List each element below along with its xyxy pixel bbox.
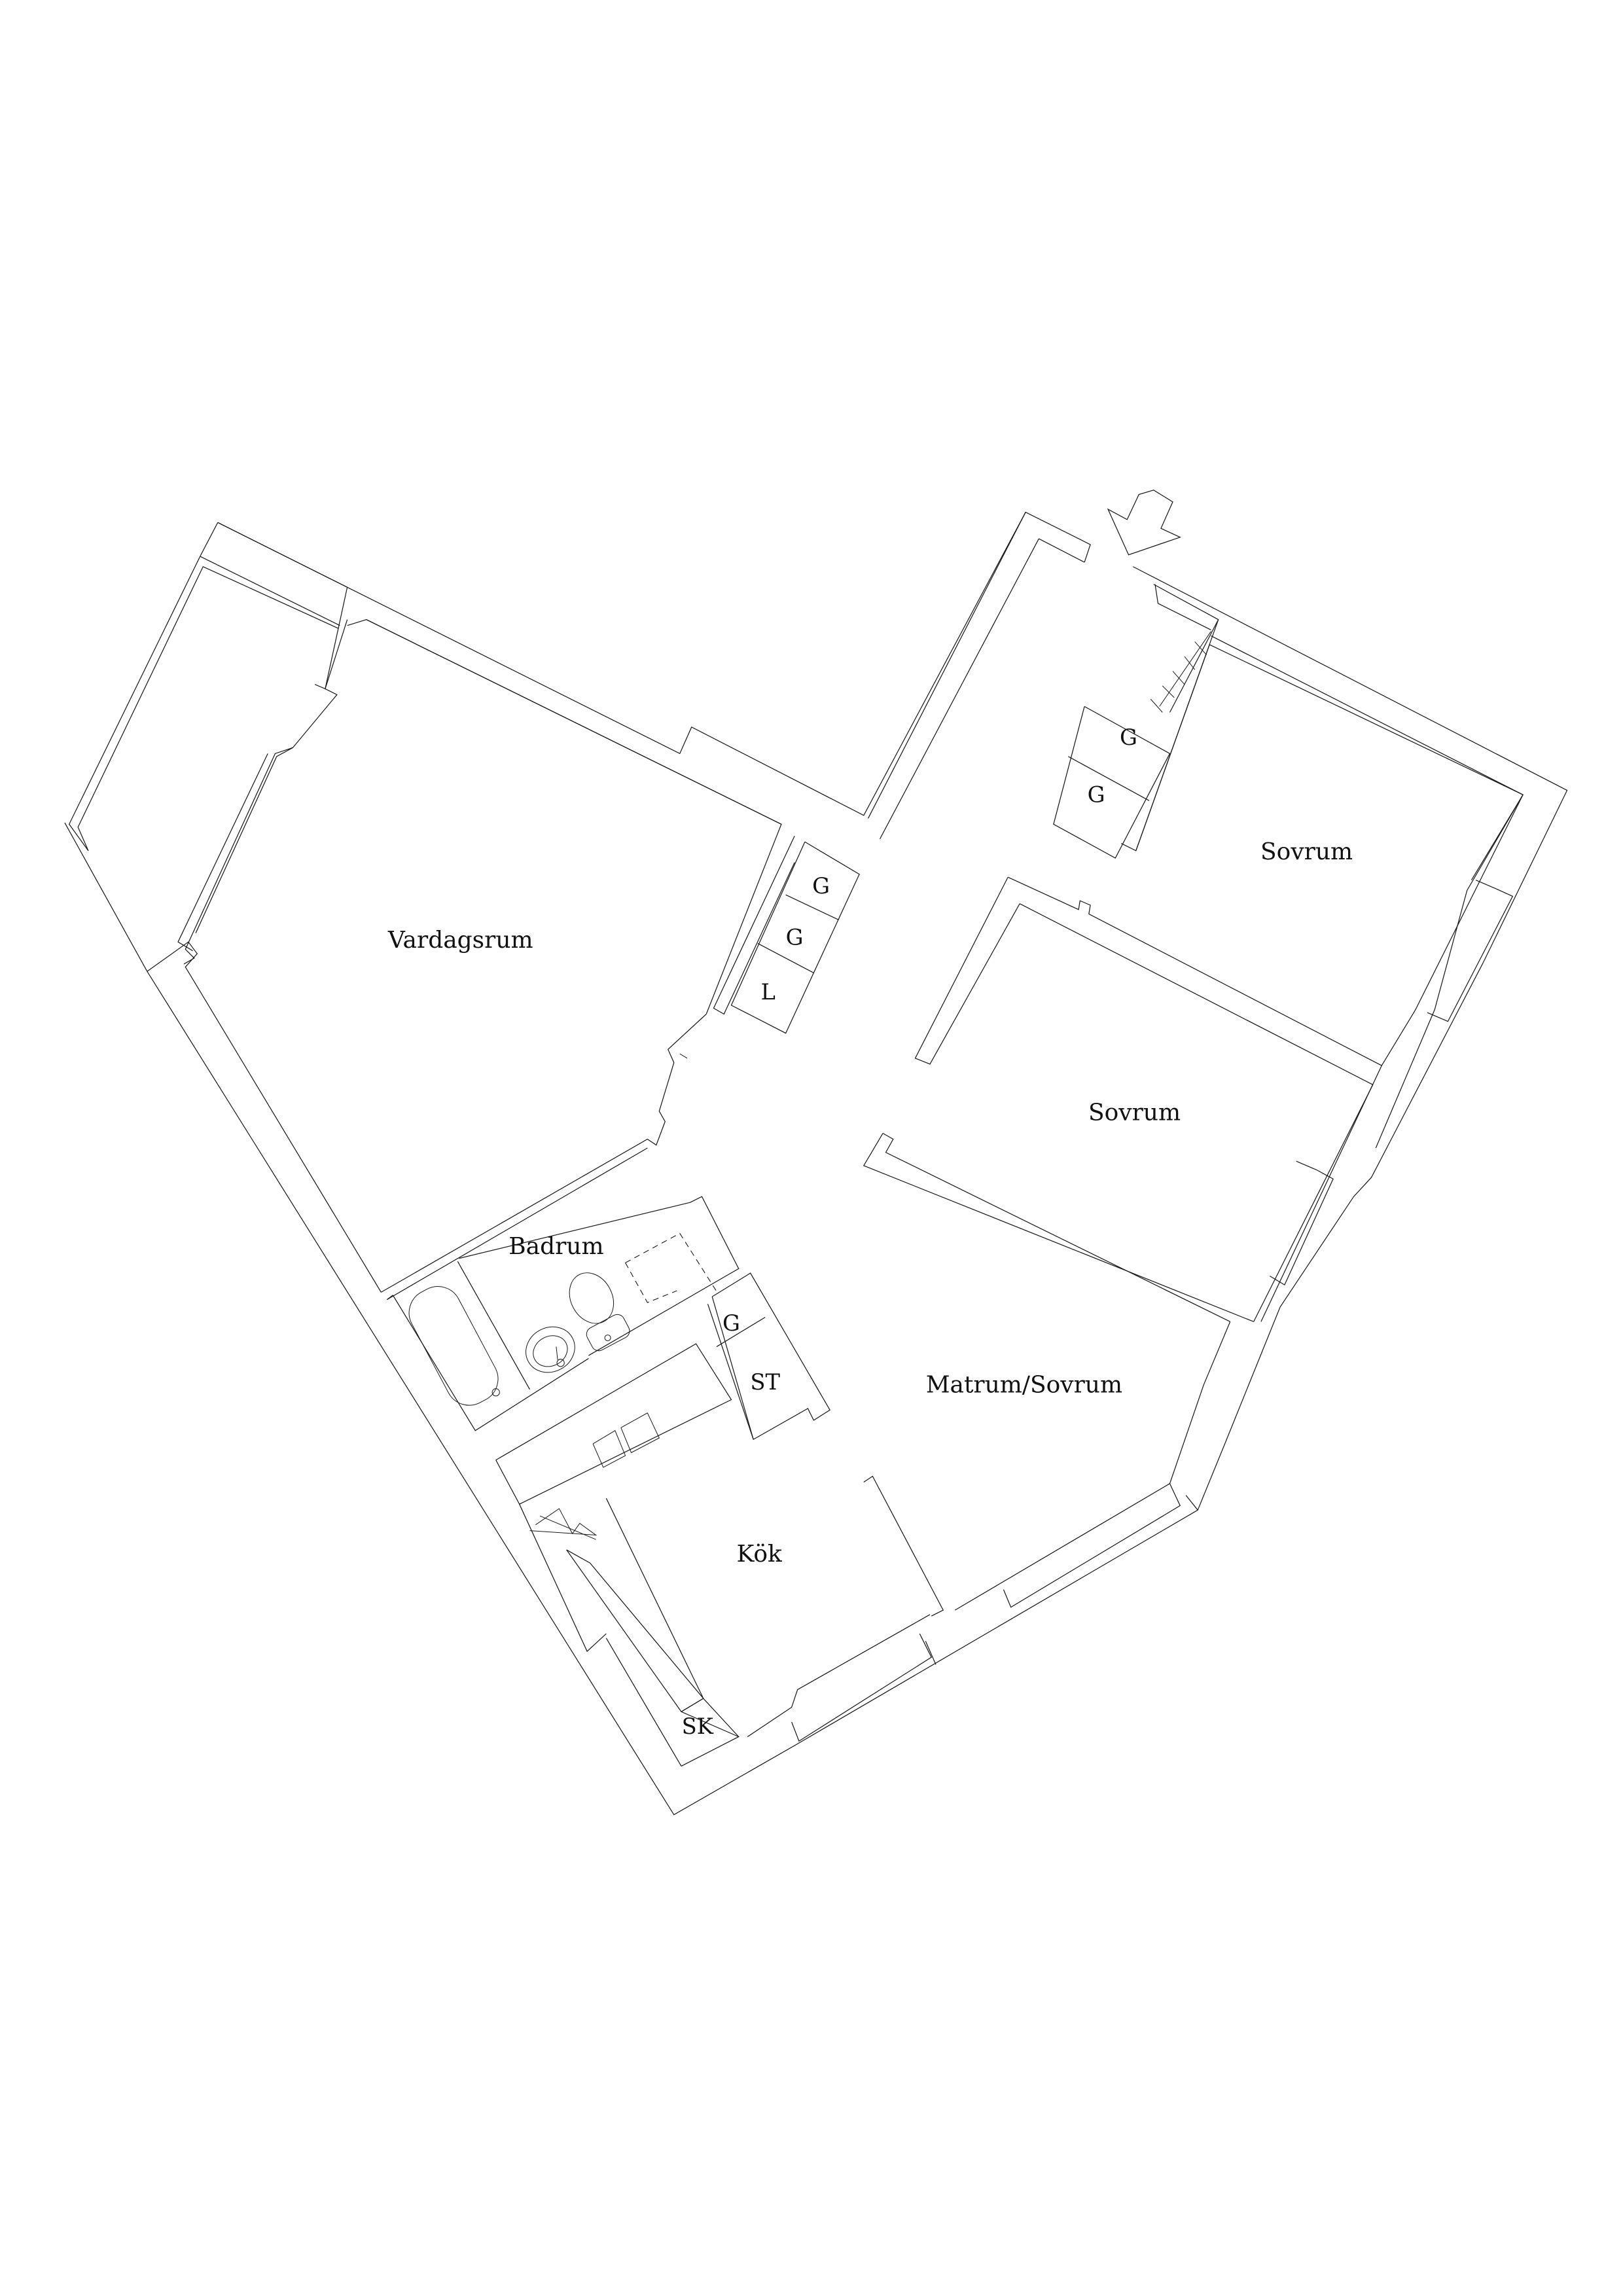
stove-icon [592, 1412, 660, 1468]
closet-label-bath-g: G [722, 1310, 740, 1336]
bedroom-1-walls [1135, 644, 1524, 1066]
room-label-kok: Kök [737, 1541, 783, 1568]
closet-label-hall-g1: G [1120, 725, 1137, 750]
closet-label-bath-st: ST [750, 1369, 780, 1395]
entrance-arrow-icon [1107, 490, 1181, 556]
closet-label-kitchen-sk: SK [682, 1713, 714, 1739]
refrigerator-icon [529, 1508, 597, 1540]
hanger-rail-icon [1150, 631, 1211, 713]
hall-closets [1053, 584, 1219, 859]
shower-area-icon [625, 1232, 719, 1303]
closet-label-living-l: L [760, 979, 775, 1005]
bathtub-icon [408, 1286, 500, 1406]
closet-label-living-g1: G [812, 873, 830, 899]
kitchen [495, 1343, 936, 1767]
sink-icon [526, 1326, 575, 1373]
closet-label-living-g2: G [786, 925, 804, 950]
room-label-matrum-sovrum: Matrum/Sovrum [926, 1371, 1122, 1398]
bathroom [386, 1147, 740, 1431]
living-room-closets [713, 836, 860, 1034]
bath-closets [707, 1272, 830, 1441]
room-label-badrum: Badrum [508, 1233, 603, 1260]
room-label-sovrum-2: Sovrum [1088, 1099, 1181, 1126]
dining-bedroom-walls [863, 1321, 1231, 1617]
closet-label-hall-g2: G [1088, 782, 1105, 808]
bedroom-2-walls [863, 876, 1383, 1322]
toilet-icon [569, 1272, 630, 1352]
room-label-sovrum-1: Sovrum [1260, 838, 1353, 865]
room-label-vardagsrum: Vardagsrum [387, 927, 533, 954]
living-room-walls [147, 619, 782, 1293]
